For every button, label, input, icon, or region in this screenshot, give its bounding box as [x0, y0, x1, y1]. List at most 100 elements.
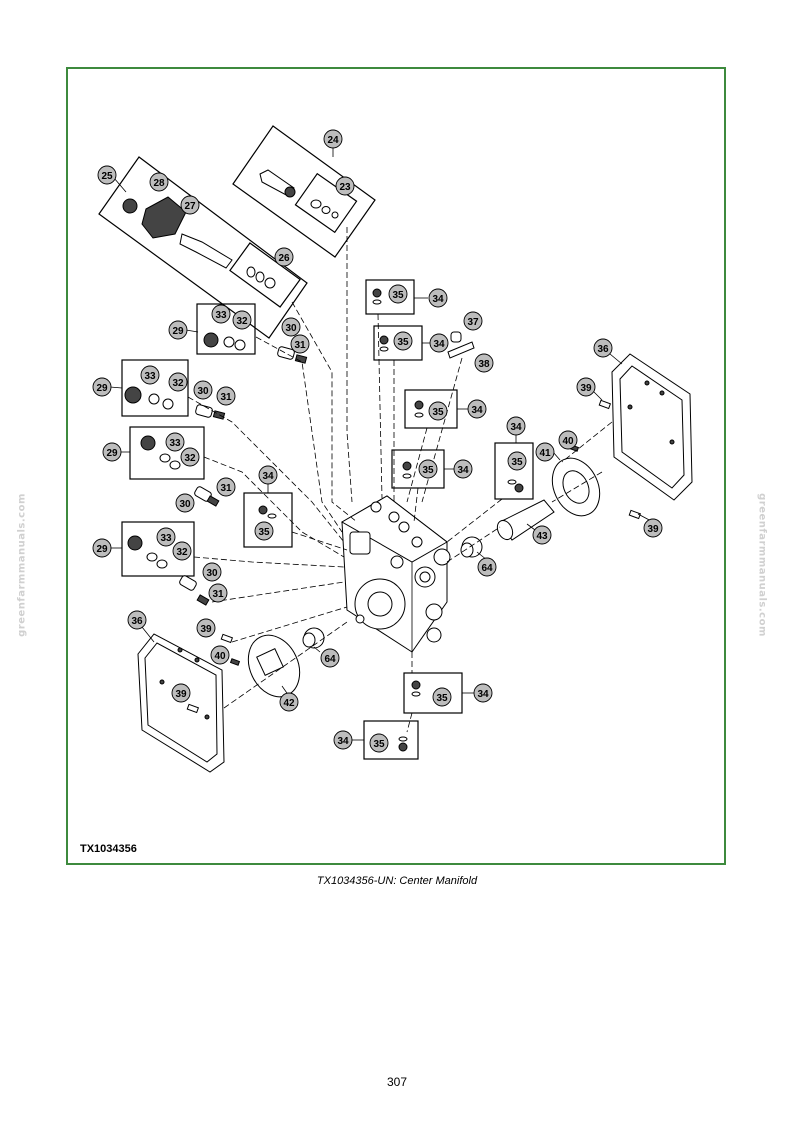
svg-text:28: 28 [153, 178, 165, 189]
bushing-64-right [460, 536, 483, 558]
svg-text:25: 25 [101, 171, 113, 182]
svg-text:35: 35 [436, 693, 448, 704]
pins-39-40-right [568, 399, 642, 520]
center-manifold-block [340, 495, 451, 653]
callout-40b: 40 [210, 645, 230, 665]
svg-text:37: 37 [467, 317, 479, 328]
callout-35b: 35 [393, 331, 413, 351]
svg-text:32: 32 [172, 378, 184, 389]
spool-parts [179, 346, 308, 606]
svg-text:35: 35 [373, 739, 385, 750]
assembly-dashed-lines [187, 227, 613, 733]
svg-text:32: 32 [176, 547, 188, 558]
callout-35g: 35 [432, 687, 452, 707]
callout-33b: 33 [140, 365, 160, 385]
svg-text:33: 33 [144, 371, 156, 382]
callout-24: 24 [323, 129, 343, 149]
callout-64a: 64 [477, 557, 497, 577]
svg-text:24: 24 [327, 135, 339, 146]
callout-35h: 35 [369, 733, 389, 753]
callout-41: 41 [535, 442, 555, 462]
svg-text:42: 42 [283, 698, 295, 709]
leader-lines [109, 142, 654, 741]
watermark-left: greenfarmmanuals.com [16, 493, 28, 637]
svg-text:33: 33 [160, 533, 172, 544]
callout-31a: 31 [290, 334, 310, 354]
callout-39c: 39 [196, 618, 216, 638]
callout-34d: 34 [453, 459, 473, 479]
kit-box-29a [196, 303, 256, 355]
callout-33c: 33 [165, 432, 185, 452]
svg-text:30: 30 [197, 386, 209, 397]
svg-text:30: 30 [285, 323, 297, 334]
callout-42: 42 [279, 692, 299, 712]
svg-text:29: 29 [106, 448, 118, 459]
svg-text:41: 41 [539, 448, 551, 459]
callout-30a: 30 [281, 317, 301, 337]
kit-box-34a [365, 279, 415, 315]
callout-39b: 39 [643, 518, 663, 538]
figure-id-label: TX1034356 [80, 843, 137, 855]
callout-34h: 34 [333, 730, 353, 750]
callout-34c: 34 [467, 399, 487, 419]
callout-23: 23 [335, 176, 355, 196]
svg-text:29: 29 [96, 544, 108, 555]
callouts: 24 23 25 28 27 26 29 33 32 30 31 29 33 3… [92, 129, 663, 753]
callout-32a: 32 [232, 310, 252, 330]
svg-text:36: 36 [597, 344, 609, 355]
fitting-37-38 [447, 331, 475, 359]
bearing-43 [496, 499, 555, 541]
svg-text:64: 64 [481, 563, 493, 574]
svg-text:34: 34 [433, 339, 445, 350]
callout-31b: 31 [216, 386, 236, 406]
kit-box-34e [494, 442, 534, 500]
svg-text:33: 33 [215, 310, 227, 321]
callout-35c: 35 [428, 401, 448, 421]
plug-parts [258, 288, 524, 752]
svg-text:23: 23 [339, 182, 351, 193]
wear-plate-41 [551, 457, 601, 517]
svg-text:30: 30 [179, 499, 191, 510]
callout-31d: 31 [208, 583, 228, 603]
callout-26: 26 [274, 247, 294, 267]
callout-35a: 35 [388, 284, 408, 304]
callout-29d: 29 [92, 538, 112, 558]
callout-34a: 34 [428, 288, 448, 308]
svg-text:34: 34 [337, 736, 349, 747]
svg-text:34: 34 [471, 405, 483, 416]
svg-text:34: 34 [457, 465, 469, 476]
svg-text:31: 31 [212, 589, 224, 600]
bushing-64-left [302, 627, 325, 649]
callout-34f: 34 [258, 465, 278, 485]
callout-35f: 35 [254, 521, 274, 541]
kit-box-29d [121, 521, 195, 577]
callout-34b: 34 [429, 333, 449, 353]
svg-text:40: 40 [214, 651, 226, 662]
svg-text:35: 35 [422, 465, 434, 476]
figure-caption: TX1034356-UN: Center Manifold [316, 875, 478, 887]
pins-39-40-left [186, 633, 241, 714]
svg-text:38: 38 [478, 359, 490, 370]
svg-text:43: 43 [536, 531, 548, 542]
callout-35d: 35 [418, 459, 438, 479]
svg-text:33: 33 [169, 438, 181, 449]
svg-text:39: 39 [175, 689, 187, 700]
callout-33d: 33 [156, 527, 176, 547]
svg-text:39: 39 [580, 383, 592, 394]
page-number: 307 [386, 1075, 408, 1089]
callout-35e: 35 [507, 451, 527, 471]
watermark-right: greenfarmmanuals.com [756, 493, 768, 637]
svg-text:31: 31 [220, 483, 232, 494]
callout-32b: 32 [168, 372, 188, 392]
svg-text:35: 35 [511, 457, 523, 468]
callout-32d: 32 [172, 541, 192, 561]
kit-box-24 [232, 125, 376, 258]
svg-text:32: 32 [184, 453, 196, 464]
callout-33a: 33 [211, 304, 231, 324]
callout-28: 28 [149, 172, 169, 192]
callout-36a: 36 [593, 338, 613, 358]
callout-25: 25 [97, 165, 117, 185]
callout-27: 27 [180, 195, 200, 215]
svg-text:35: 35 [397, 337, 409, 348]
svg-text:39: 39 [647, 524, 659, 535]
